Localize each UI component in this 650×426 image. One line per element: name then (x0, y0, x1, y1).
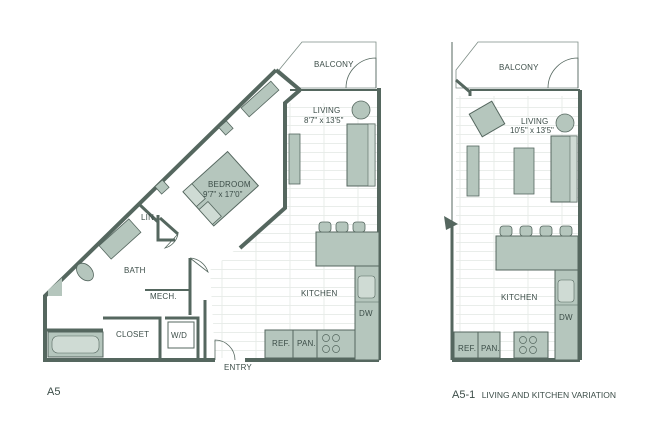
burner-icon (322, 345, 330, 353)
sink-icon (357, 275, 376, 299)
label-ref: REF. (272, 339, 291, 348)
plan-caption-text: LIVING AND KITCHEN VARIATION (481, 390, 616, 400)
label-kitchen: KITCHEN (301, 289, 338, 298)
label-living-dim: 8'7" x 13'5" (304, 116, 344, 125)
burner-icon (332, 334, 340, 342)
burner-icon-b (519, 346, 527, 354)
stool-icon-b (539, 225, 553, 237)
label-living-b: LIVING (521, 117, 549, 126)
hall-floor (210, 210, 285, 358)
label-bedroom-dim: 9'7" x 17'0" (203, 190, 243, 199)
plan-a5-1 (444, 41, 582, 362)
lin-wall (138, 203, 160, 224)
label-entry: ENTRY (224, 363, 252, 372)
bedroom-door (163, 233, 179, 249)
sofa-back (367, 123, 376, 187)
nightstand-icon (218, 120, 234, 136)
sofa-back-b (569, 135, 578, 203)
stool-icon (335, 221, 349, 233)
bed (182, 150, 260, 227)
label-balcony: BALCONY (314, 60, 354, 69)
kitchen-island-b (495, 235, 579, 271)
burner-icon-b (529, 336, 537, 344)
entry-door (214, 339, 236, 361)
label-ref-b: REF. (458, 344, 477, 353)
stool-icon-b (559, 225, 573, 237)
kitchen-island (315, 231, 380, 267)
nightstand-icon (154, 179, 170, 195)
plan-a5 (43, 41, 381, 362)
wd-wall (165, 316, 200, 358)
pantry-icon (292, 329, 318, 359)
bath-corner (48, 278, 62, 296)
bedroom-lower-wall (159, 216, 179, 236)
label-closet: CLOSET (116, 330, 150, 339)
vanity-icon (98, 218, 142, 260)
burner-icon (322, 334, 330, 342)
bath-wall (156, 215, 175, 242)
stool-icon-b (499, 225, 513, 237)
label-bedroom: BEDROOM (208, 180, 251, 189)
label-dw: DW (359, 309, 373, 318)
coffee-table-icon (513, 147, 535, 195)
label-wd: W/D (171, 331, 188, 340)
label-bath: BATH (124, 266, 146, 275)
label-dw-b: DW (559, 313, 573, 322)
side-table-icon (351, 100, 371, 120)
label-pan-b: PAN. (481, 344, 500, 353)
stool-icon-b (519, 225, 533, 237)
range-icon (316, 329, 356, 359)
chair-icon (468, 100, 506, 138)
label-balcony-b: BALCONY (499, 63, 539, 72)
label-kitchen-b: KITCHEN (501, 293, 538, 302)
label-living: LIVING (313, 106, 341, 115)
dresser-icon (240, 80, 280, 118)
label-pan: PAN. (297, 339, 316, 348)
label-living-dim-b: 10'5" x 13'5" (510, 126, 554, 135)
ref-icon-b (453, 331, 479, 359)
balcony-wall (274, 68, 302, 92)
stool-icon (352, 221, 366, 233)
balcony-door-b (547, 57, 579, 89)
left-wall-b (455, 78, 472, 96)
burner-icon (332, 345, 340, 353)
closet-wall (103, 316, 162, 358)
plan-caption-a5-1: A5-1 LIVING AND KITCHEN VARIATION (452, 386, 616, 402)
break-mark (444, 216, 458, 230)
stool-icon (318, 221, 332, 233)
tv-console-icon (288, 133, 301, 185)
wd-icon (167, 321, 195, 349)
label-lin: LIN (141, 213, 155, 222)
toilet-icon (76, 262, 94, 282)
tub-inner (51, 335, 100, 354)
balcony-door (345, 57, 377, 89)
range-icon-b (513, 331, 549, 359)
plan-caption-a5: A5 (47, 386, 61, 398)
burner-icon-b (529, 346, 537, 354)
bath-door (189, 257, 209, 274)
side-table-icon-b (555, 113, 575, 133)
burner-icon-b (519, 336, 527, 344)
tv-console-icon-b (466, 145, 480, 197)
plan-caption-code: A5-1 (452, 389, 476, 401)
sink-icon-b (557, 279, 575, 303)
label-mech: MECH. (150, 292, 177, 301)
bedroom-living-wall (238, 88, 302, 250)
pantry-icon-b (477, 331, 501, 359)
